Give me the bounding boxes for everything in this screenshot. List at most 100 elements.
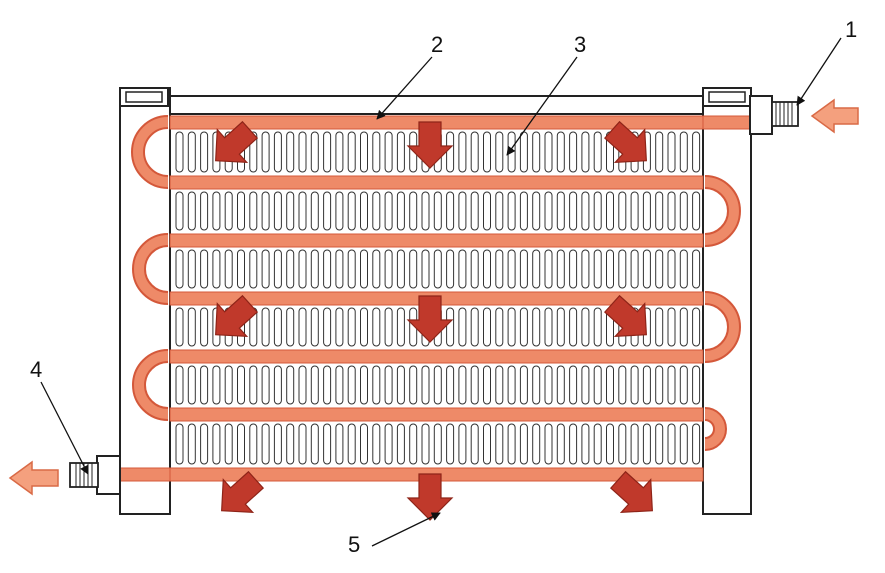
fin bbox=[237, 191, 245, 231]
fin bbox=[544, 423, 553, 465]
fin bbox=[458, 131, 467, 173]
fin bbox=[335, 191, 344, 231]
fin bbox=[286, 191, 295, 231]
fin bbox=[655, 191, 664, 231]
fin bbox=[372, 423, 381, 465]
fin bbox=[606, 423, 614, 465]
fin bbox=[655, 307, 664, 347]
fin bbox=[667, 191, 676, 231]
fin bbox=[212, 249, 221, 289]
fin bbox=[679, 307, 688, 347]
fin bbox=[384, 423, 393, 465]
fin bbox=[187, 131, 196, 173]
fin bbox=[532, 365, 541, 405]
fin bbox=[556, 191, 565, 231]
fin bbox=[655, 249, 664, 289]
fin bbox=[298, 365, 307, 405]
fin bbox=[310, 191, 319, 231]
callout-3: 3 bbox=[574, 32, 586, 57]
fin bbox=[618, 249, 627, 289]
fin bbox=[593, 423, 602, 465]
fin bbox=[679, 249, 688, 289]
fin bbox=[692, 191, 701, 231]
callout-1: 1 bbox=[845, 17, 857, 42]
fin bbox=[483, 249, 491, 289]
fin bbox=[446, 191, 455, 231]
fin bbox=[175, 365, 184, 405]
down-arrow-icon bbox=[406, 121, 454, 169]
fin bbox=[347, 191, 356, 231]
fin bbox=[372, 307, 381, 347]
fin bbox=[630, 191, 639, 231]
fin bbox=[495, 191, 504, 231]
fin bbox=[384, 249, 393, 289]
top-frame-rail bbox=[169, 95, 704, 115]
fin bbox=[544, 307, 553, 347]
fin bbox=[470, 423, 479, 465]
fin bbox=[655, 365, 664, 405]
fin bbox=[593, 307, 602, 347]
fin bbox=[212, 365, 221, 405]
fin bbox=[581, 131, 590, 173]
fin bbox=[286, 249, 295, 289]
fin bbox=[175, 191, 184, 231]
fin bbox=[581, 365, 590, 405]
fin bbox=[495, 249, 504, 289]
fin bbox=[569, 307, 578, 347]
fin bbox=[261, 249, 270, 289]
fin bbox=[593, 365, 602, 405]
fin bbox=[187, 307, 196, 347]
fin bbox=[679, 191, 688, 231]
fin bbox=[347, 131, 356, 173]
u-bend-left-inner bbox=[134, 351, 169, 419]
fin bbox=[347, 365, 356, 405]
leader-line-3 bbox=[506, 56, 578, 156]
fin bbox=[396, 131, 405, 173]
fin bbox=[237, 249, 245, 289]
callout-5: 5 bbox=[348, 532, 360, 557]
fin bbox=[507, 423, 516, 465]
tube-row bbox=[169, 233, 704, 248]
fin bbox=[569, 249, 578, 289]
fin bbox=[446, 365, 455, 405]
down-arrow-icon bbox=[221, 470, 265, 514]
fin bbox=[224, 191, 233, 231]
fin bbox=[519, 423, 528, 465]
fin bbox=[249, 423, 258, 465]
fin bbox=[175, 131, 184, 173]
fin bbox=[519, 191, 528, 231]
fin bbox=[187, 249, 196, 289]
fin bbox=[372, 191, 381, 231]
fin bbox=[323, 191, 332, 231]
down-arrow-icon bbox=[406, 295, 454, 343]
fin bbox=[409, 365, 418, 405]
fin bbox=[532, 191, 541, 231]
fin bbox=[200, 365, 209, 405]
fin bbox=[335, 365, 344, 405]
fin bbox=[446, 249, 455, 289]
fin bbox=[458, 423, 467, 465]
fin bbox=[679, 365, 688, 405]
leader-line-2 bbox=[376, 56, 433, 120]
down-arrow-icon bbox=[609, 470, 653, 514]
fin bbox=[458, 249, 467, 289]
fin bbox=[433, 249, 442, 289]
fin bbox=[507, 191, 516, 231]
fin bbox=[470, 249, 479, 289]
tube-row bbox=[169, 407, 704, 422]
fin bbox=[384, 365, 393, 405]
fin bbox=[286, 365, 295, 405]
fin bbox=[433, 365, 442, 405]
fin bbox=[446, 307, 455, 347]
fin bbox=[237, 423, 245, 465]
fin bbox=[458, 191, 467, 231]
left-arrow-icon bbox=[8, 460, 59, 496]
callout-4: 4 bbox=[30, 357, 42, 382]
fin bbox=[483, 131, 491, 173]
tube-row bbox=[169, 175, 704, 190]
fin bbox=[298, 191, 307, 231]
u-bend-right-inner bbox=[704, 293, 739, 361]
fin bbox=[544, 249, 553, 289]
fin bbox=[458, 365, 467, 405]
